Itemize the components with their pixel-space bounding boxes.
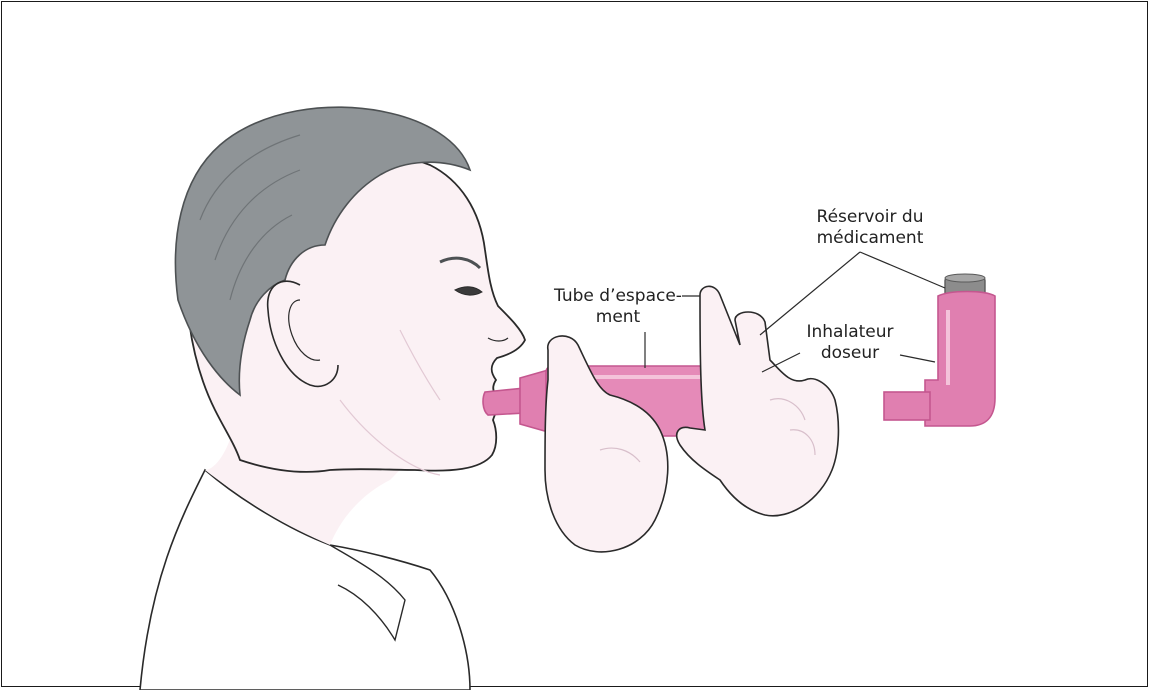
mouthpiece: [483, 388, 525, 415]
person-figure: [140, 107, 525, 690]
label-inhaler-line1: Inhalateur: [790, 322, 910, 343]
canister-top: [945, 274, 985, 282]
leader-reservoir-2: [860, 252, 945, 288]
label-spacer-line2: ment: [543, 307, 693, 328]
label-reservoir: Réservoir du médicament: [790, 207, 950, 249]
label-inhaler-line2: doseur: [790, 343, 910, 364]
label-reservoir-line1: Réservoir du: [790, 207, 950, 228]
spacer-cone: [520, 370, 548, 432]
label-inhaler: Inhalateur doseur: [790, 322, 910, 364]
label-spacer-line1: Tube d’espace-: [543, 286, 693, 307]
inhaler-body: [925, 292, 995, 427]
label-reservoir-line2: médicament: [790, 228, 950, 249]
label-spacer: Tube d’espace- ment: [543, 286, 693, 328]
inhaler-mouthpiece: [884, 392, 930, 420]
